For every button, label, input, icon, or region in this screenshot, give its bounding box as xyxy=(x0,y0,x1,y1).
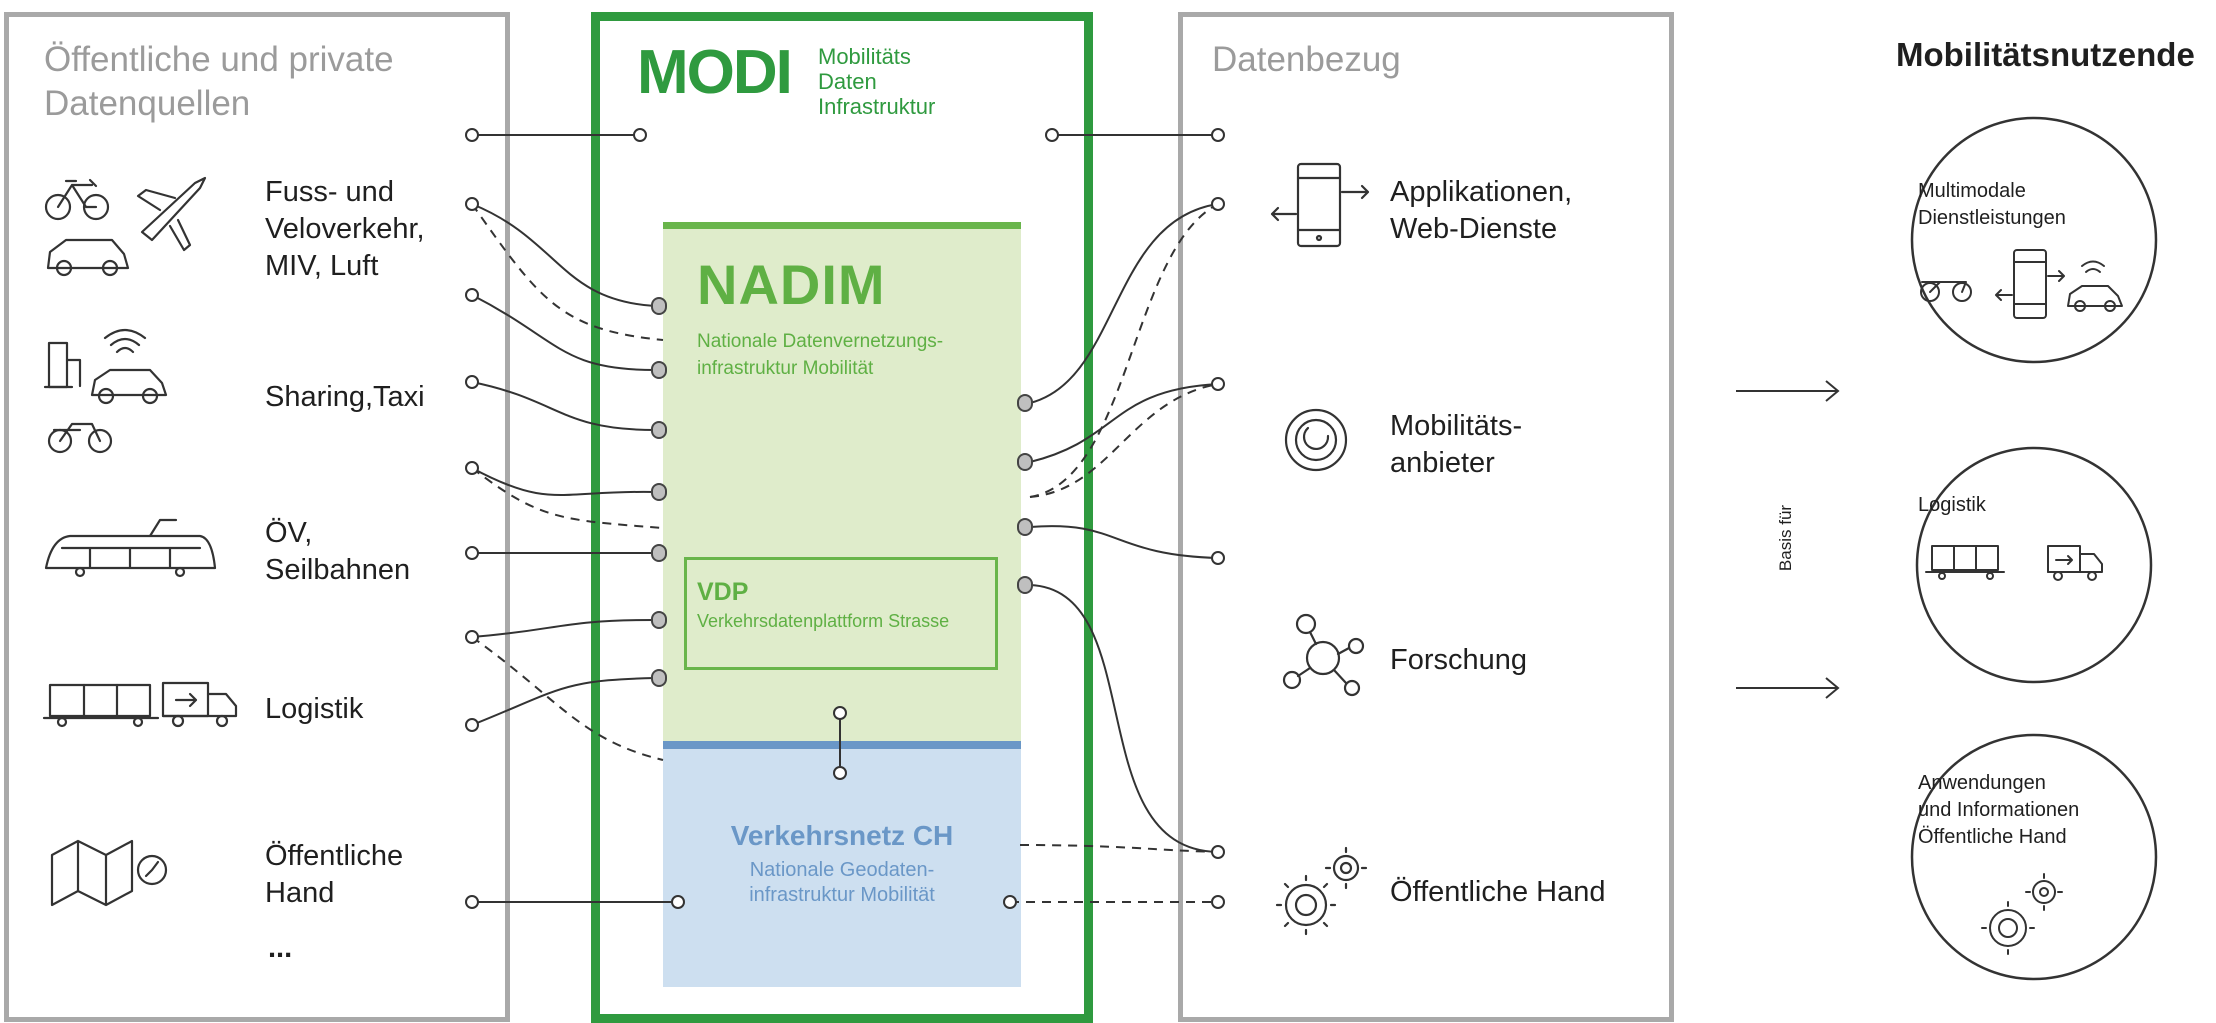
connector-solid xyxy=(471,294,656,371)
user-circle-label-multimodal: Multimodale Dienstleistungen xyxy=(1918,180,2066,229)
source-label-logistik: Logistik xyxy=(265,693,364,725)
arrow-right-icon xyxy=(1736,380,1840,402)
connector-solid xyxy=(471,619,656,638)
basis-label: Basis für xyxy=(1776,504,1795,572)
vdp-box xyxy=(684,557,998,670)
user-circle xyxy=(1915,446,2153,684)
connector-solid xyxy=(1029,525,1219,559)
verkehrsnetz-area xyxy=(663,742,1021,987)
connector-dashed xyxy=(1029,203,1219,498)
connector-dashed xyxy=(471,636,664,761)
connector-dashed xyxy=(471,467,664,529)
user-circle-label-public: Anwendungen und Informationen Öffentlich… xyxy=(1918,772,2080,848)
user-circle xyxy=(1910,733,2158,981)
wifi-icon xyxy=(103,328,147,354)
gears-icon xyxy=(1981,873,2063,955)
connector-solid xyxy=(1029,203,1219,404)
connector-dashed xyxy=(471,203,664,341)
consumers-heading: Datenbezug xyxy=(1212,40,1401,79)
user-circle xyxy=(1910,116,2158,364)
consumer-label-providers: Mobilitäts- anbieter xyxy=(1390,410,1523,479)
consumer-label-public: Öffentliche Hand xyxy=(1390,876,1606,908)
bicycle-icon xyxy=(1920,281,1972,302)
connector-dashed xyxy=(1019,844,1219,853)
vdp-subtitle: Verkehrsdatenplattform Strasse xyxy=(697,611,950,631)
nadim-logo: NADIM xyxy=(697,253,886,316)
users-heading: Mobilitätsnutzende xyxy=(1896,36,2195,73)
shared-car-icon xyxy=(90,368,168,405)
gears-icon xyxy=(1275,846,1368,936)
verkehrsnetz-top-bar xyxy=(663,741,1021,749)
data-consumers-panel xyxy=(1178,12,1674,1022)
connector-solid xyxy=(1029,383,1219,463)
circles-icon xyxy=(1284,408,1348,472)
nadim-subtitle: Nationale Datenvernetzungs- infrastruktu… xyxy=(697,331,944,379)
modi-frame xyxy=(591,12,1093,1023)
source-label-public: Öffentliche Hand xyxy=(265,840,404,909)
connector-solid xyxy=(471,467,656,497)
modi-subtitle: Mobilitäts Daten Infrastruktur xyxy=(818,44,936,119)
connector-solid xyxy=(1029,584,1219,853)
connector-dashed xyxy=(1029,383,1219,498)
map-icon xyxy=(50,839,168,907)
vdp-title: VDP xyxy=(697,578,749,606)
source-more: ... xyxy=(268,932,293,964)
connector-solid xyxy=(471,381,656,431)
train-icon xyxy=(44,518,217,578)
connector-solid xyxy=(471,203,656,307)
source-label-sharing: Sharing,Taxi xyxy=(265,381,425,413)
nadim-area xyxy=(663,226,1021,742)
source-label-ov: ÖV, Seilbahnen xyxy=(265,517,411,586)
consumer-label-research: Forschung xyxy=(1390,644,1528,676)
network-icon xyxy=(1282,613,1365,697)
charging-station-icon xyxy=(43,341,82,389)
ebike-icon xyxy=(47,422,113,454)
freight-wagon-icon xyxy=(1925,545,2005,580)
consumer-label-apps: Applikationen, Web-Dienste xyxy=(1390,176,1573,245)
verkehrsnetz-subtitle: Nationale Geodaten- infrastruktur Mobili… xyxy=(749,859,935,906)
source-label-traffic: Fuss- und Veloverkehr, MIV, Luft xyxy=(265,176,425,282)
phone-arrows-icon xyxy=(1995,249,2065,319)
bicycle-icon xyxy=(44,178,110,221)
truck-icon xyxy=(2047,545,2103,581)
shared-car-icon xyxy=(2067,260,2123,312)
nadim-top-bar xyxy=(663,222,1021,229)
data-sources-panel xyxy=(4,12,510,1022)
connector-solid xyxy=(471,677,656,726)
user-circle-label-logistik: Logistik xyxy=(1918,494,1986,516)
truck-icon xyxy=(161,681,238,728)
modi-logo: MODI xyxy=(637,38,793,107)
freight-wagon-icon xyxy=(42,683,160,728)
sources-heading: Öffentliche und private Datenquellen xyxy=(44,40,394,123)
airplane-icon xyxy=(136,176,207,252)
arrow-right-icon xyxy=(1736,677,1840,699)
phone-arrows-icon xyxy=(1270,162,1370,248)
car-icon xyxy=(46,238,130,277)
verkehrsnetz-title: Verkehrsnetz CH xyxy=(730,820,954,851)
